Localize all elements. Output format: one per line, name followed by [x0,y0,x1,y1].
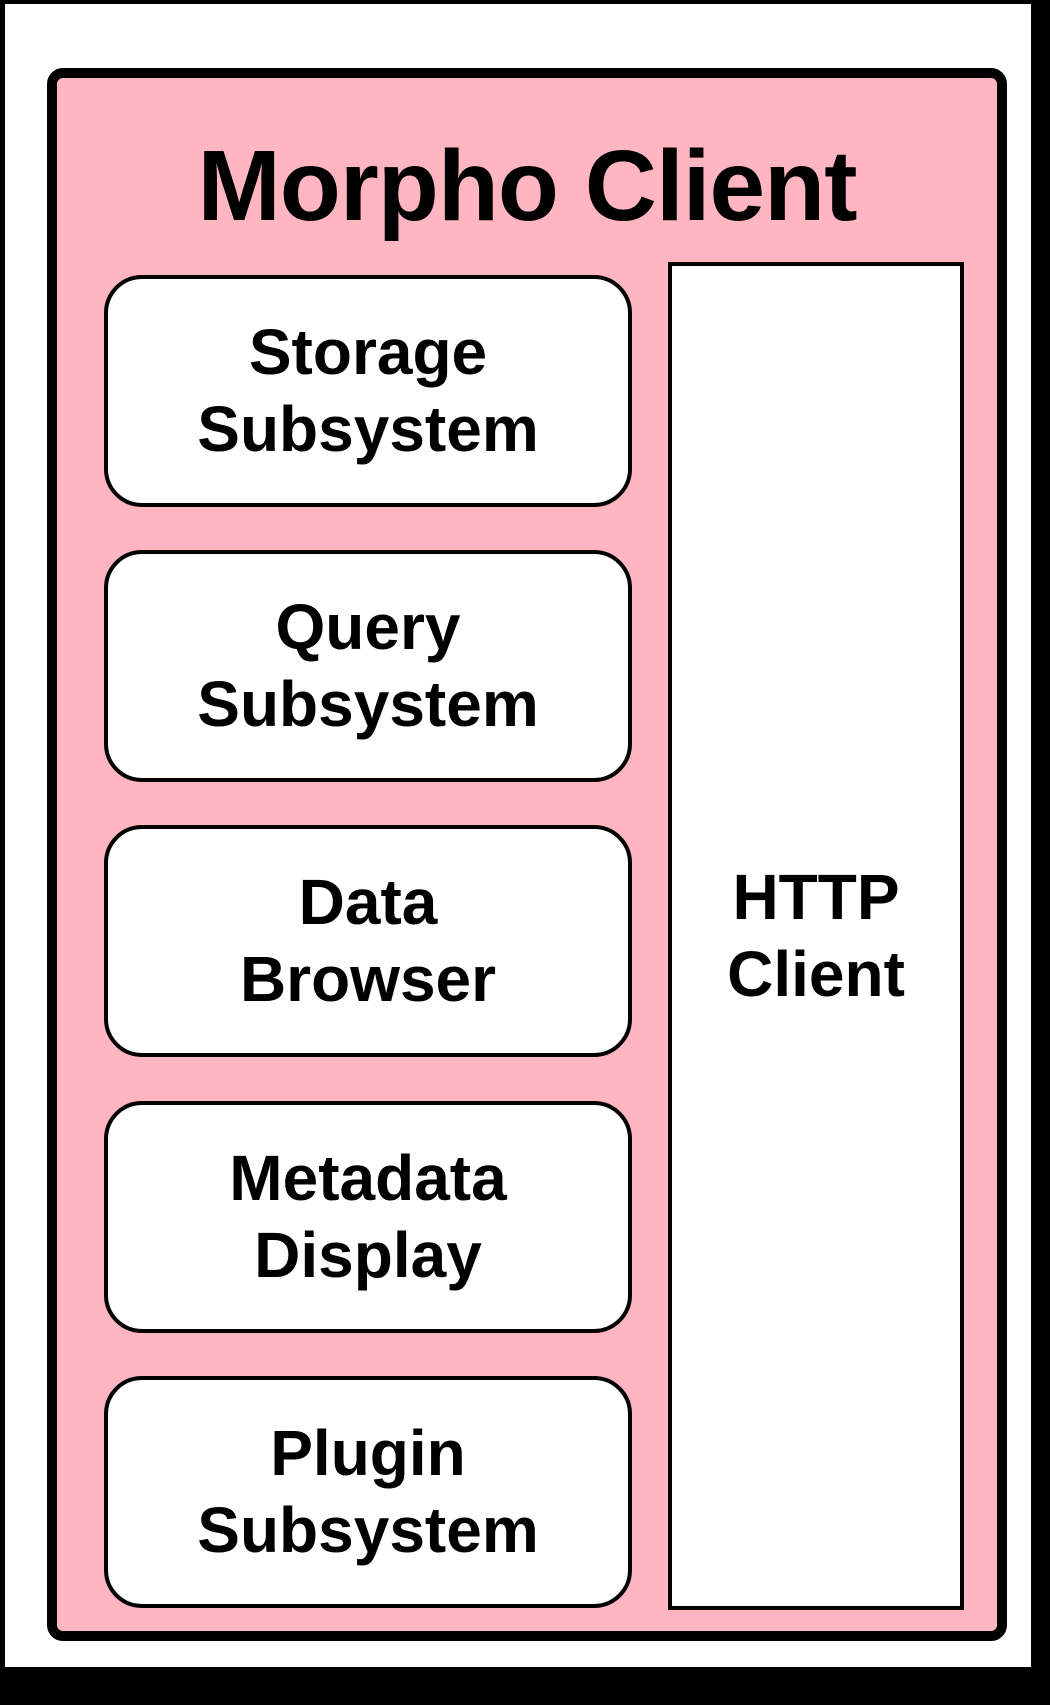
storage-subsystem-box: Storage Subsystem [104,275,632,507]
diagram-title: Morpho Client [197,130,857,242]
data-browser-box: Data Browser [104,825,632,1057]
storage-subsystem-label: Storage Subsystem [197,316,539,465]
metadata-display-label: Metadata Display [229,1142,507,1291]
plugin-subsystem-box: Plugin Subsystem [104,1376,632,1608]
query-subsystem-label: Query Subsystem [197,591,539,740]
http-client-box: HTTP Client [668,262,964,1610]
http-client-label: HTTP Client [727,861,905,1010]
plugin-subsystem-label: Plugin Subsystem [197,1417,539,1566]
metadata-display-box: Metadata Display [104,1101,632,1333]
data-browser-label: Data Browser [239,866,497,1015]
page: Morpho Client Storage Subsystem Query Su… [5,4,1031,1667]
query-subsystem-box: Query Subsystem [104,550,632,782]
morpho-client-container: Morpho Client Storage Subsystem Query Su… [47,68,1007,1641]
